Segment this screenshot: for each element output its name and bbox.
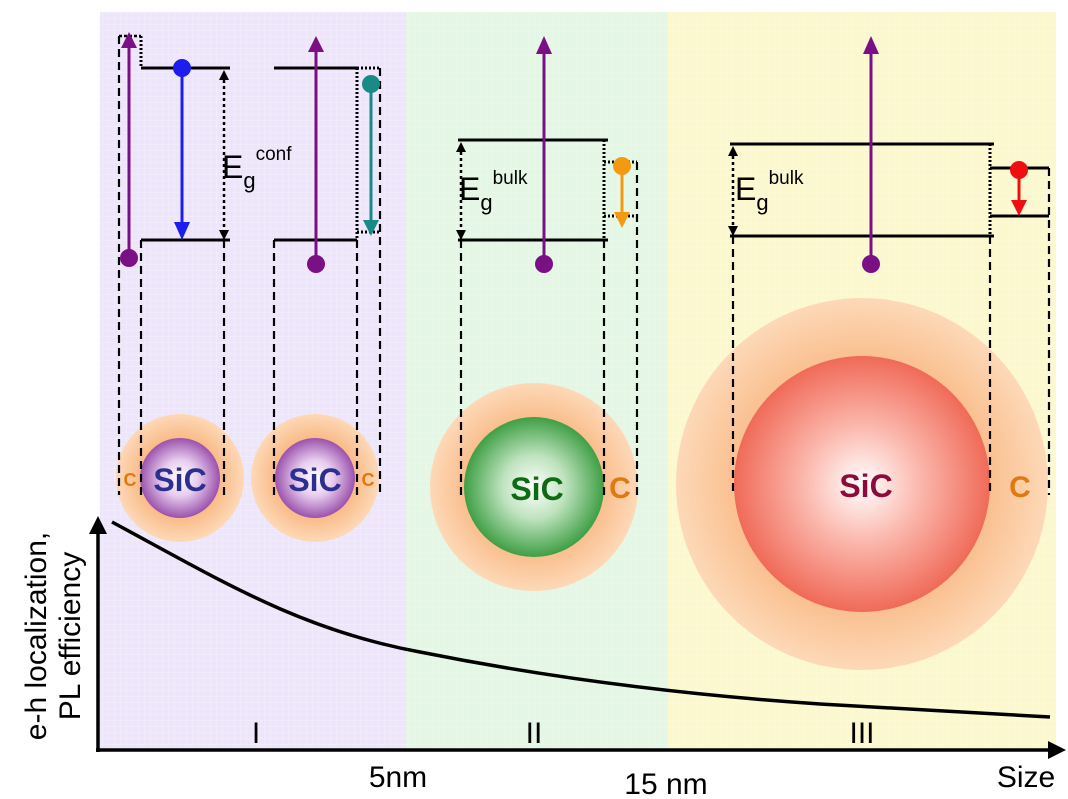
region-1-label: I [252, 717, 260, 750]
band-diagram-3: Egbulk [456, 36, 637, 273]
core-1-label: SiC [153, 462, 206, 498]
region-3-label: III [849, 717, 874, 750]
x-axis-label: Size [997, 761, 1055, 794]
hole-dot-2 [307, 255, 325, 273]
particle-1: SiC C [116, 414, 244, 542]
shell-2-label: C [362, 470, 375, 490]
band-diagram-1: Egconf [119, 32, 292, 267]
core-1 [140, 438, 220, 518]
hole-dot-1 [120, 249, 138, 267]
shell-4-label: C [1009, 471, 1031, 504]
y-axis-label-line2: PL efficiency [54, 552, 87, 720]
band-diagram-2 [274, 36, 380, 273]
particle-3: SiC C [430, 383, 638, 591]
hole-dot-3 [535, 255, 553, 273]
band-diagram-4: Egbulk [728, 36, 1049, 273]
particle-2: SiC C [251, 414, 379, 542]
shell-3-label: C [609, 472, 631, 505]
y-axis-label-line1: e-h localization, [20, 532, 53, 740]
core-2-label: SiC [288, 462, 341, 498]
hole-dot-4 [862, 255, 880, 273]
core-2 [275, 438, 355, 518]
shell-1-label: C [124, 470, 137, 490]
region-2-label: II [526, 717, 543, 750]
core-3-label: SiC [510, 471, 563, 507]
eg-bulk-label-1: Egbulk [459, 168, 528, 215]
efficiency-curve [111, 520, 1051, 719]
core-4-label: SiC [839, 468, 892, 504]
particle-4: SiC C [676, 298, 1048, 670]
axes [89, 516, 1066, 759]
core-3 [464, 417, 604, 557]
x-tick-5nm: 5nm [369, 761, 427, 794]
y-axis-label: e-h localization, PL efficiency [20, 532, 87, 740]
eg-conf-label: Egconf [222, 144, 292, 193]
eg-bulk-label-2: Egbulk [735, 168, 804, 215]
x-tick-15nm: 15 nm [624, 768, 707, 799]
core-4 [734, 356, 990, 612]
